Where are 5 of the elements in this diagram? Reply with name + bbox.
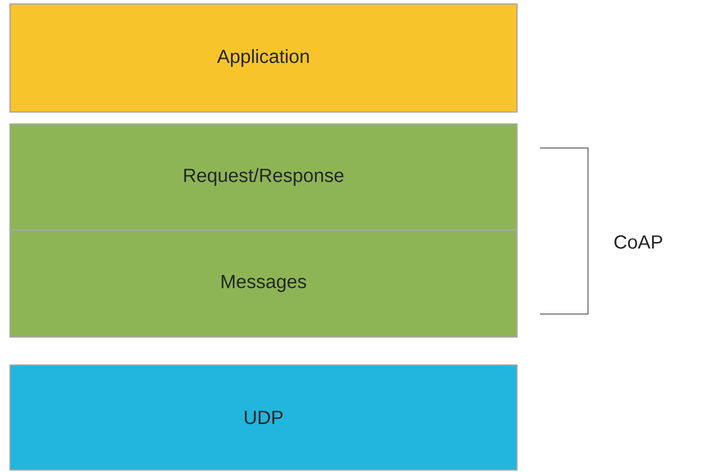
group-label: CoAP (614, 235, 662, 249)
layer-band: Request/Response (9, 123, 518, 231)
layer-band: UDP (9, 364, 518, 471)
layer-band: Application (9, 3, 518, 113)
layer-band: Messages (9, 229, 518, 338)
